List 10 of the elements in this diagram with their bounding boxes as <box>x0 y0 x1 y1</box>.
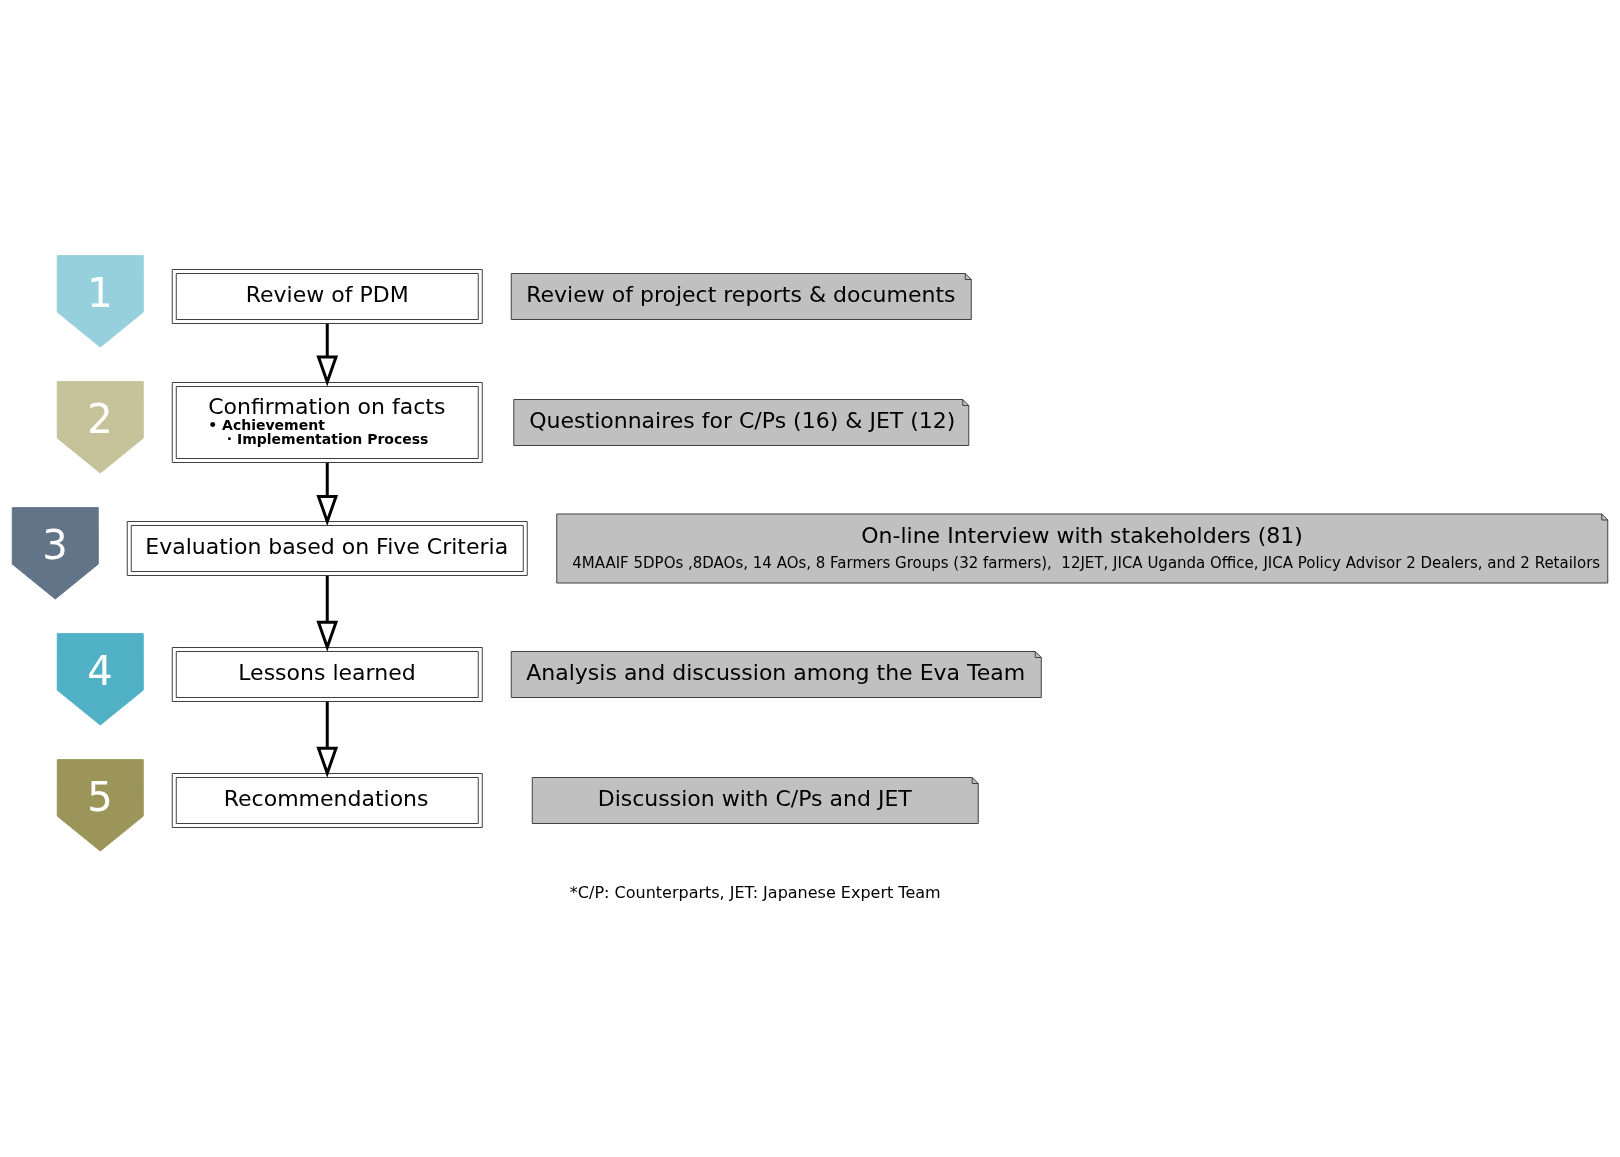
node-box: Evaluation based on Five Criteria <box>126 520 528 576</box>
node-box: Review of PDM <box>171 268 483 324</box>
node-box: Confirmation on facts • Achievement · Implementation Process <box>171 381 483 463</box>
arrow <box>316 701 339 778</box>
label: *C/P: Counterparts, JET: Japanese Expert Team <box>569 882 941 902</box>
arrow <box>316 575 339 652</box>
node-box: Recommendations <box>171 772 483 828</box>
arrow <box>316 323 339 387</box>
arrow <box>316 462 339 526</box>
node-box: Lessons learned <box>171 646 483 702</box>
